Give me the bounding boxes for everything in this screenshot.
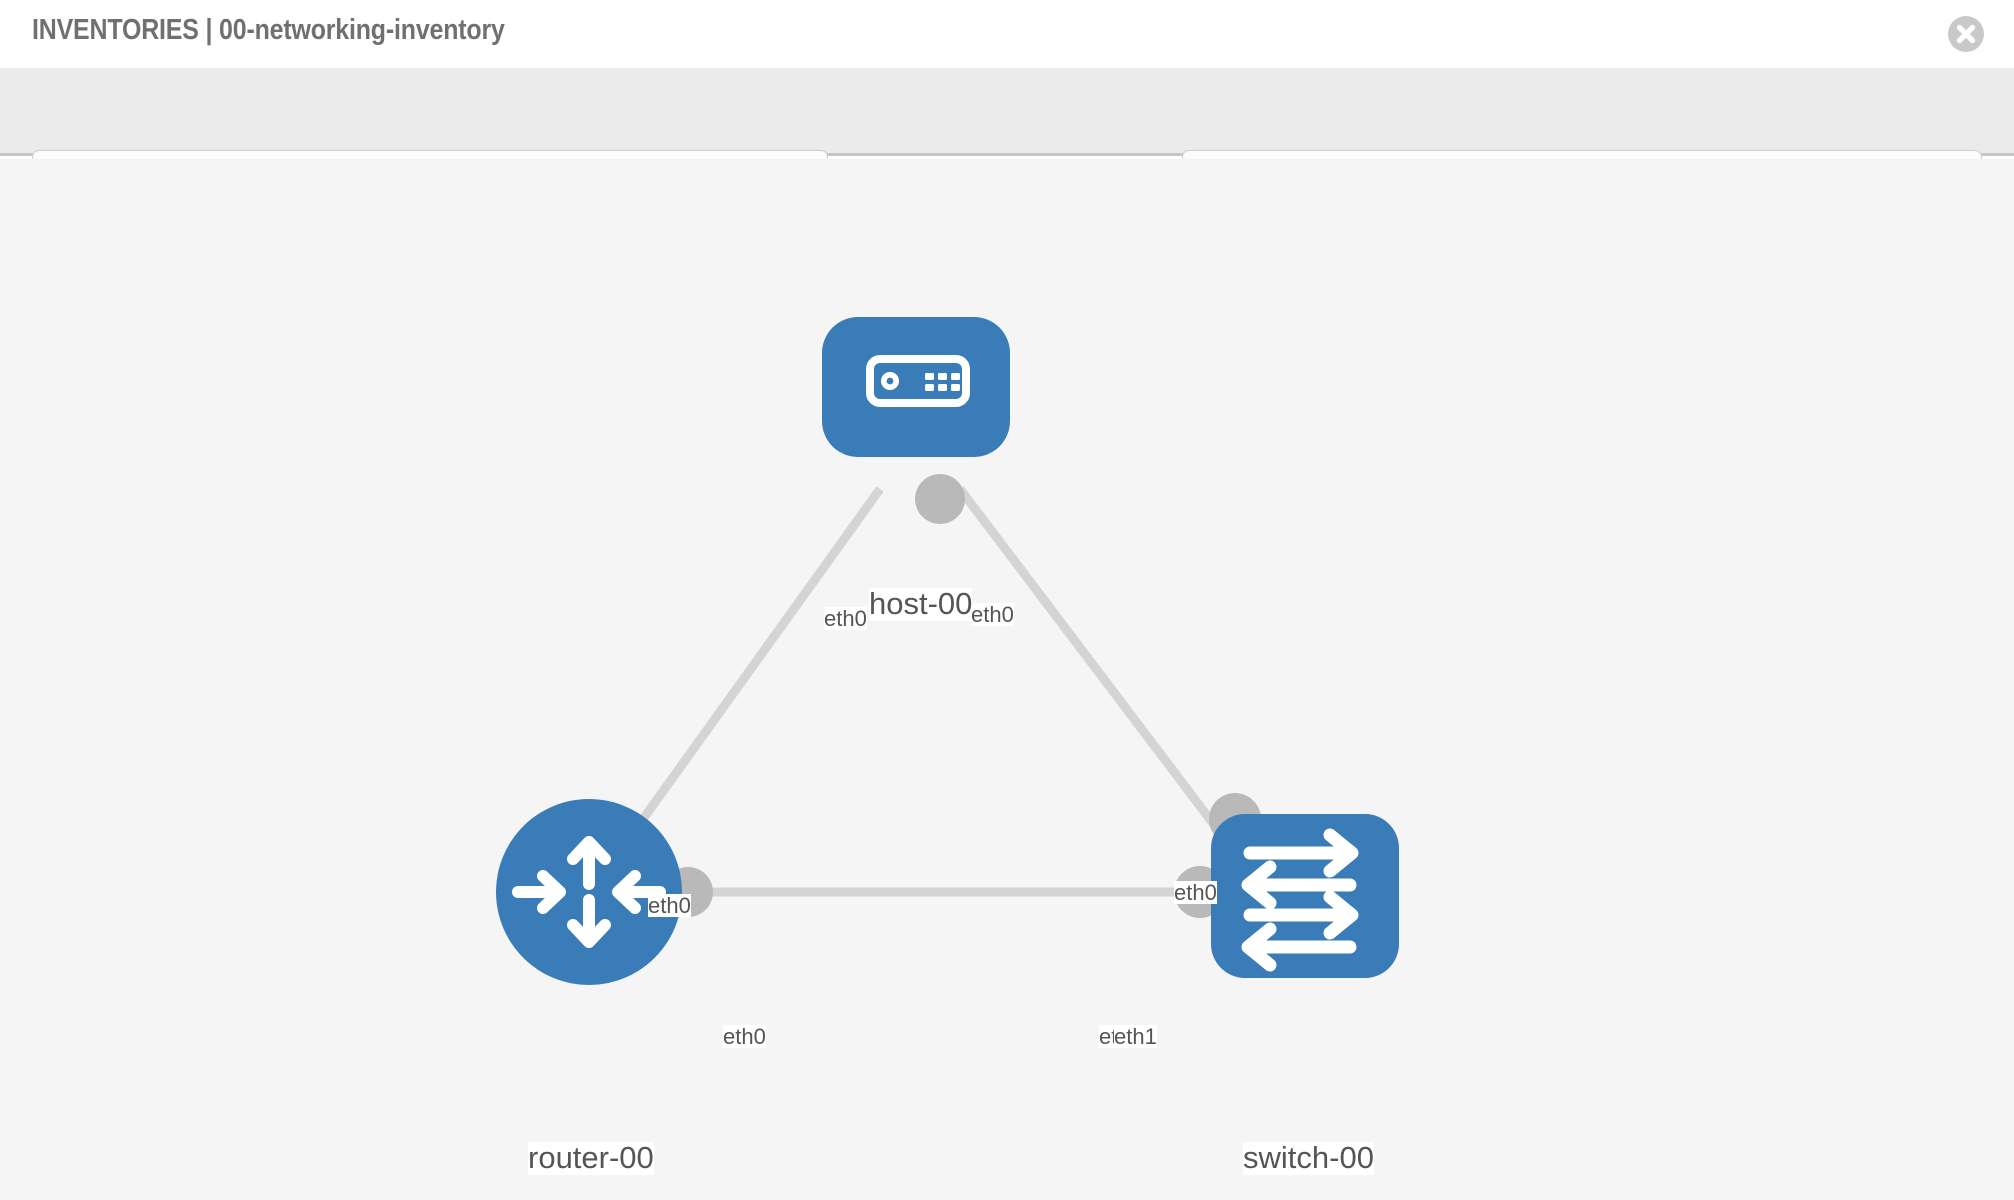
node-label-switch-00: switch-00 (1243, 1140, 1374, 1175)
interface-label: eth0 (824, 606, 867, 631)
toolbar: ACTIONS SEARCH (0, 68, 2014, 205)
link-host00-switch00[interactable] (956, 486, 1244, 862)
topology-canvas[interactable]: eth0 eth0 eth0 eth0 eth0 eth eth1 host-0… (0, 159, 2014, 1200)
link-host00-router00[interactable] (596, 486, 884, 882)
topology-connectors (663, 474, 1261, 918)
page-header: INVENTORIES | 00-networking-inventory (0, 0, 2014, 68)
page-title: INVENTORIES | 00-networking-inventory (32, 14, 505, 46)
switch-icon (1241, 828, 1359, 972)
node-switch-00[interactable] (1211, 814, 1399, 978)
node-label-host-00: host-00 (869, 586, 973, 621)
interface-label: eth0 (971, 602, 1014, 627)
interface-label: eth0 (648, 893, 691, 918)
connector-host00-eth0-right[interactable] (915, 474, 965, 524)
node-host-00[interactable] (822, 317, 1010, 457)
interface-label: eth1 (1114, 1024, 1157, 1049)
topology-graph (496, 317, 1399, 985)
interface-label: eth0 (723, 1024, 766, 1049)
server-icon (866, 355, 970, 407)
close-icon[interactable] (1946, 14, 1986, 54)
topology-links (596, 486, 1245, 897)
node-label-router-00: router-00 (528, 1140, 654, 1175)
node-router-00[interactable] (496, 799, 682, 985)
router-icon (512, 836, 666, 948)
interface-label: eth0 (1174, 880, 1217, 905)
